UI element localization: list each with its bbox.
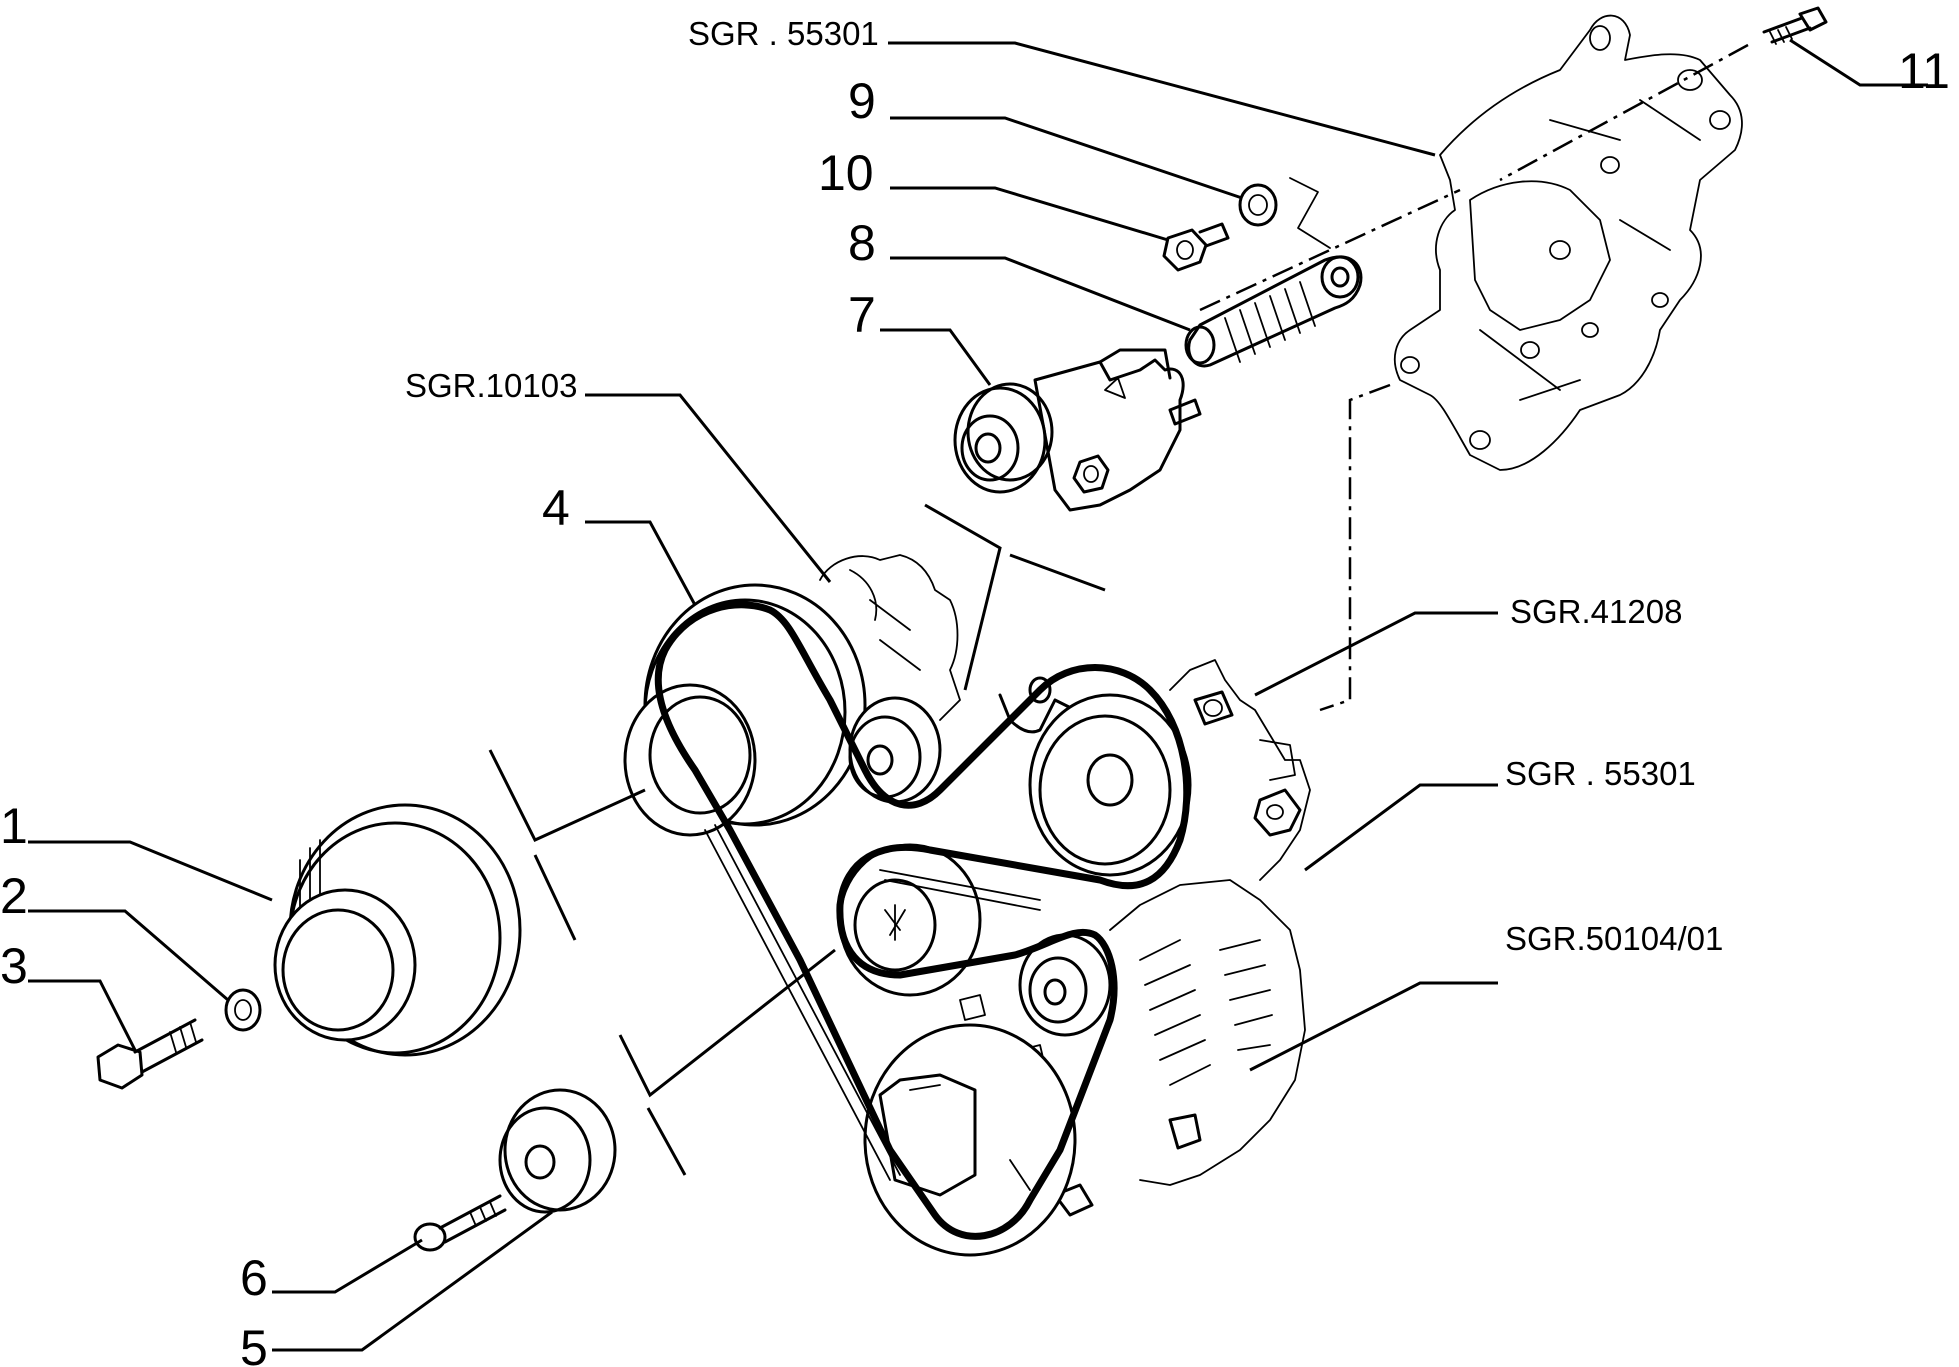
leader-11: [1789, 38, 1928, 87]
idler-pulley-5: [498, 1088, 617, 1214]
explode-guide-lower: [618, 948, 836, 1176]
washer-2: [224, 988, 262, 1032]
tensioner-damper-8: [1184, 255, 1363, 368]
bolt-3: [96, 1018, 204, 1090]
callout-5: 5: [240, 1320, 268, 1367]
lower-pulley: [863, 1023, 1077, 1257]
leader-sgr55301-right: [1304, 783, 1498, 872]
leader-7: [880, 328, 992, 386]
callout-1: 1: [0, 798, 28, 854]
explode-guide-upper: [488, 749, 646, 941]
leader-5: [272, 1210, 553, 1352]
ref-sgr55301-right: SGR . 55301: [1505, 755, 1696, 792]
ref-sgr41208: SGR.41208: [1510, 593, 1682, 630]
screw-6: [413, 1194, 507, 1252]
callout-3: 3: [0, 938, 28, 994]
alignment-line-bracket: [1319, 383, 1391, 712]
leader-sgr50104: [1249, 981, 1498, 1072]
callout-2: 2: [0, 868, 28, 924]
ref-sgr10103: SGR.10103: [405, 367, 577, 404]
leader-9: [890, 116, 1243, 200]
callout-11: 11: [1898, 43, 1950, 99]
crankshaft-pulley-1: [273, 803, 522, 1057]
callout-6: 6: [240, 1250, 268, 1306]
callout-9: 9: [848, 73, 876, 129]
alignment-line-tensioner: [1199, 188, 1461, 312]
tensioner-guide-bracket: [1289, 177, 1331, 249]
leader-6: [272, 1238, 423, 1294]
ref-sgr50104: SGR.50104/01: [1505, 920, 1723, 957]
leader-sgr41208: [1254, 611, 1498, 697]
bolt-11: [1762, 6, 1828, 45]
leader-1: [28, 840, 273, 902]
leader-2: [28, 909, 229, 1002]
alternator-pulley: [1018, 933, 1112, 1037]
nut-10: [1162, 222, 1230, 272]
leader-4: [585, 520, 697, 606]
engine-mounting-bracket: [1393, 14, 1743, 471]
upper-drive-pulley: [623, 583, 867, 837]
washer-9: [1238, 183, 1278, 227]
callout-8: 8: [848, 215, 876, 271]
poly-v-belt-4: [654, 601, 1191, 1240]
tensioner-pulley-arm-7: [953, 348, 1202, 512]
leader-3: [28, 979, 137, 1051]
ac-compressor: [1169, 659, 1311, 881]
callout-4: 4: [542, 480, 570, 536]
explode-guide-tensioner: [924, 503, 1106, 691]
idler-pulley: [848, 696, 942, 804]
callout-7: 7: [848, 287, 876, 343]
leader-8: [890, 256, 1191, 332]
leader-sgr10103: [585, 393, 832, 583]
callout-10: 10: [818, 145, 874, 201]
leader-sgr55301-top: [888, 41, 1436, 157]
belt-inner-ribs: [704, 824, 1041, 1181]
ref-sgr55301-top: SGR . 55301: [688, 15, 879, 52]
leader-10: [890, 186, 1169, 242]
ac-compressor-pulley: [1028, 693, 1192, 877]
alignment-line-bolt11: [1499, 43, 1749, 182]
